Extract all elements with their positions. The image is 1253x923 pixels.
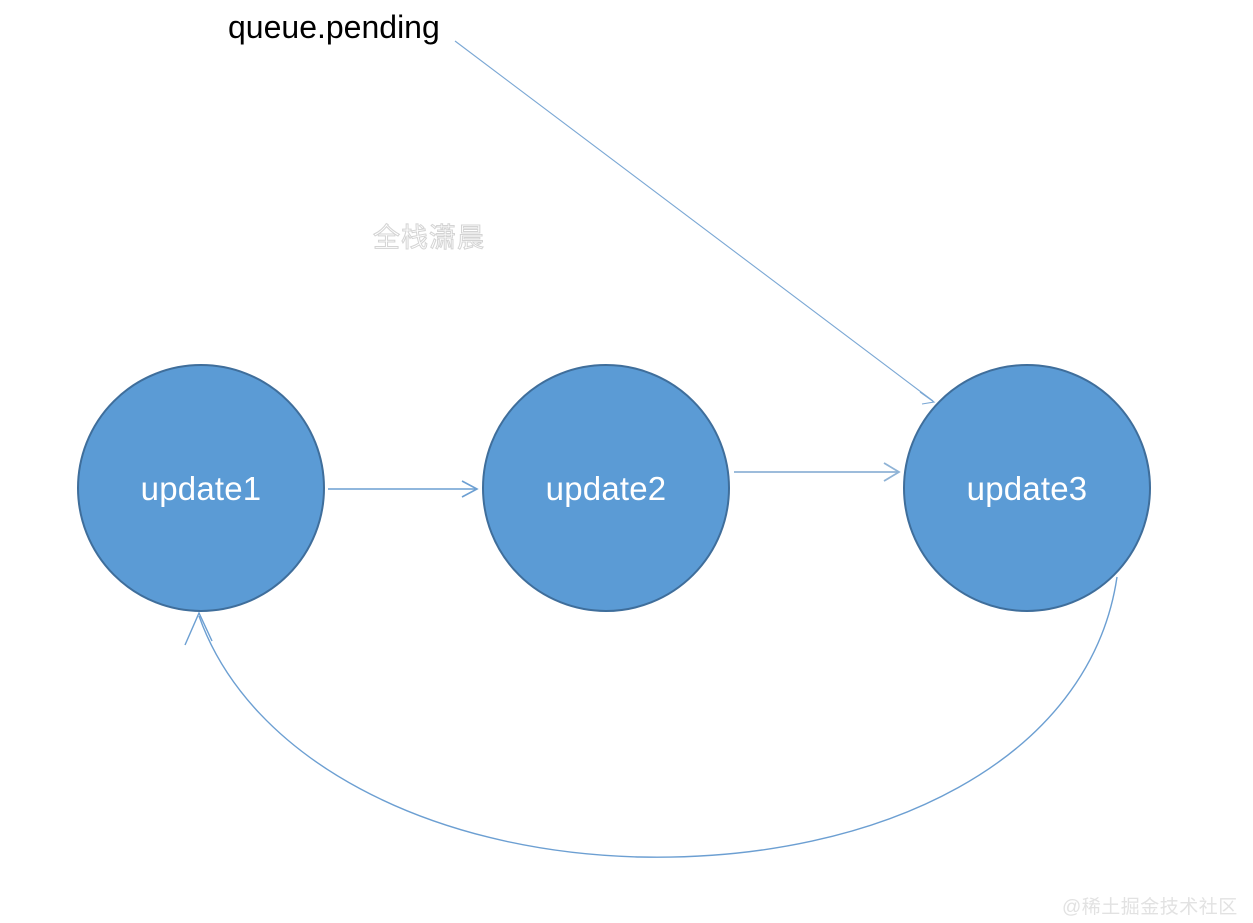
watermark-center: 全栈潇晨 [373,223,485,254]
arrowhead-icon [461,480,479,498]
node-update1[interactable]: update1 [77,364,325,612]
arrowhead-icon [883,462,901,482]
watermark-bottom-right: @稀土掘金技术社区 [1062,897,1238,918]
node-update3-label: update3 [966,469,1088,507]
edge-update3-to-update1 [184,576,1118,858]
edge-update2-to-update3 [734,462,901,482]
arrowhead-icon [184,611,213,646]
node-update2[interactable]: update2 [482,364,730,612]
arrowhead-icon [919,391,936,405]
edge-update1-to-update2 [328,480,479,498]
edge-queue-pending-leader [454,40,936,405]
node-update1-label: update1 [140,469,262,507]
node-update3[interactable]: update3 [903,364,1151,612]
node-update2-label: update2 [545,469,667,507]
queue-pending-label: queue.pending [228,9,440,45]
